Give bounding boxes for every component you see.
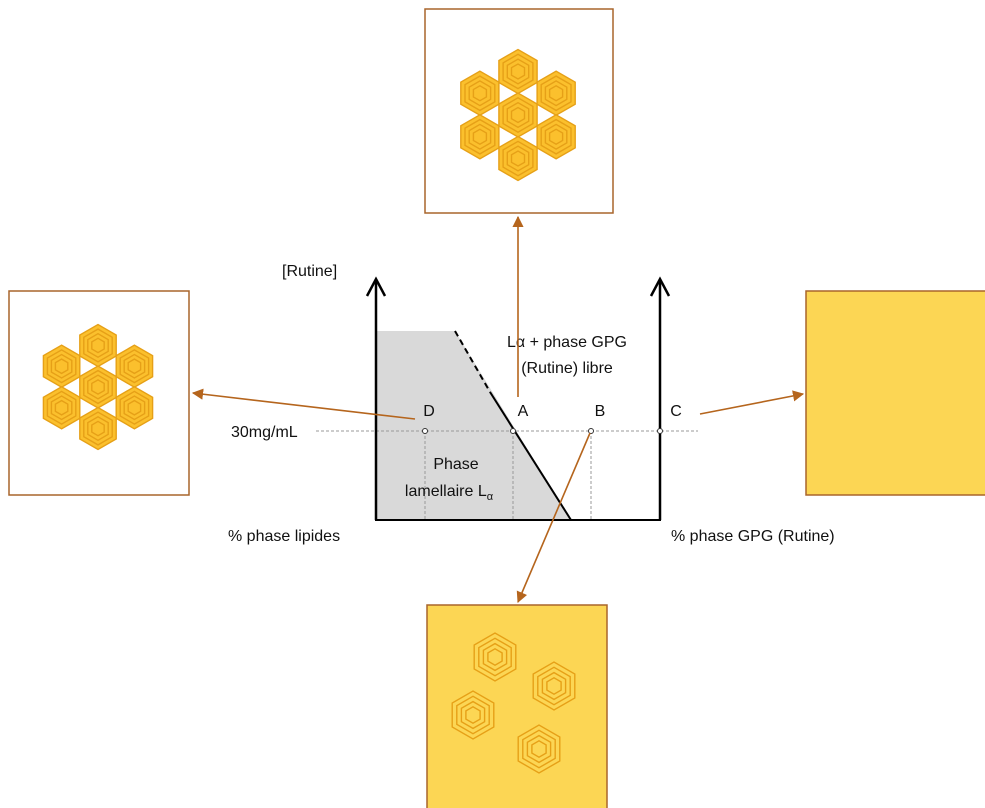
hexagon-ring [517,724,561,774]
hexagon-ring [548,84,564,102]
hexagon-ring [537,666,571,706]
uniform-yellow-phase-box [805,290,985,496]
point-b-label: B [595,403,606,420]
left-schematic [8,290,190,496]
hexagon-ring [54,399,69,416]
hexagon-cell-icon [460,70,500,117]
hexagon-ring [127,399,142,416]
hexagon-ring [91,420,105,437]
hexagon-cell-icon [498,135,538,182]
hexagon-ring [460,700,486,730]
dispersed-phase-box [426,604,608,808]
point-d-label: D [423,403,435,420]
hexagon-ring [546,676,562,696]
dispersed-hexagon-icon [517,724,561,774]
hexagon-ring [531,739,547,759]
right-axis-arrowhead-icon [649,276,671,297]
arrow-b-to-bottom [516,432,591,604]
hexagon-ring [91,379,105,395]
arrow-c-to-right [699,390,805,415]
hexagon-ring [541,671,567,701]
phase-diagram: [Rutine] 30mg/mL % phase lipides % phase… [228,263,835,545]
hexagon-ring [451,690,495,740]
hexagon-ring [91,337,105,354]
point-a [510,428,516,434]
x-axis-right-label: % phase GPG (Rutine) [671,528,835,545]
hexagon-cell-icon [536,70,576,117]
dispersed-hexagon-icon [532,661,576,711]
hexagon-ring [127,358,142,375]
hexagon-cluster-icon [42,323,154,451]
concentration-label: 30mg/mL [231,424,298,441]
phase-boundary-dashed [454,330,491,393]
hexagon-ring [522,729,556,769]
region-top-label-line2: (Rutine) libre [521,360,613,377]
region-lamellar-label-line1: Phase [433,456,478,473]
hexagon-ring [478,637,512,677]
hexagon-ring [472,128,488,146]
hexagon-ring [510,106,526,124]
hexagon-ring [473,632,517,682]
hexagon-ring [548,128,564,146]
hexagon-ring [456,695,490,735]
alpha-subscript: α [487,491,494,503]
hexagon-cell-icon [115,344,154,389]
hexagon-cluster-icon [460,48,576,182]
bottom-schematic [426,604,608,808]
hexagon-ring [482,642,508,672]
hexagon-ring [487,647,503,667]
arrows [191,215,805,604]
point-b [588,428,594,434]
hexagon-ring [510,63,526,80]
top-schematic [424,8,614,214]
point-a-label: A [518,403,529,420]
hexagon-cell-icon [42,344,81,389]
hexagon-ring [472,84,488,102]
phase-boundary-solid [489,391,572,521]
arrow-d-to-left [191,388,416,420]
dispersed-hexagon-icon [451,690,495,740]
region-top-label-line1: Lα + phase GPG [507,334,627,351]
hexagon-ring [54,358,69,375]
hexagon-cell-icon [79,365,117,409]
right-schematic [805,290,985,496]
dispersed-hexagon-icon [473,632,517,682]
y-axis-label: [Rutine] [282,263,337,280]
point-d [422,428,428,434]
hexagon-ring [465,705,481,725]
point-c [657,428,663,434]
hexagon-ring [532,661,576,711]
point-c-label: C [670,403,682,420]
hexagon-cell-icon [460,113,500,160]
region-lamellar-label-line2: lamellaire Lα [405,483,494,503]
hexagon-ring [526,734,552,764]
hexagon-ring [510,150,526,167]
hexagon-cell-icon [498,92,538,138]
hexagon-cell-icon [79,406,117,451]
hexagon-cell-icon [115,385,154,430]
x-axis-left-label: % phase lipides [228,528,340,545]
hexagon-cell-icon [536,113,576,160]
hexagon-cell-icon [42,385,81,430]
left-axis-arrowhead-icon [365,276,387,297]
